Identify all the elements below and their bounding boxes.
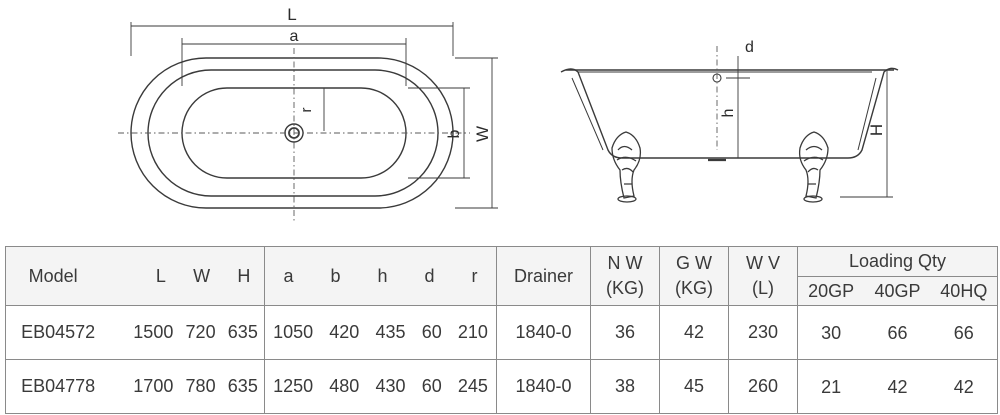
header-H: H (237, 265, 251, 286)
header-r: r (471, 265, 478, 286)
cell-nw: 38 (590, 359, 660, 414)
cell-40gp: 42 (887, 376, 908, 397)
header-L: L (155, 265, 166, 286)
claw-foot-right (798, 131, 829, 203)
header-model: Model (28, 265, 78, 286)
cell-W: 780 (185, 376, 216, 396)
cell-nw: 36 (590, 305, 660, 360)
claw-foot-left (611, 131, 642, 203)
cell-drainer: 1840-0 (496, 305, 591, 360)
cell-gw: 45 (659, 359, 729, 414)
tub-inner-wall (571, 71, 877, 151)
header-40gp: 40GP (874, 281, 921, 301)
cell-40hq: 42 (953, 376, 974, 397)
cell-b: 420 (329, 322, 360, 342)
cell-a: 1250 (273, 376, 314, 396)
cell-b: 480 (329, 376, 360, 396)
cell-d: 60 (421, 322, 442, 342)
cell-h: 435 (375, 322, 406, 342)
cell-L: 1700 (133, 376, 174, 396)
cell-r: 210 (457, 322, 488, 342)
cell-wv: 260 (728, 359, 798, 414)
header-h: h (377, 265, 388, 286)
cell-d: 60 (421, 376, 442, 396)
label-r: r (298, 108, 315, 113)
cell-a: 1050 (273, 322, 314, 342)
cell-H: 635 (227, 376, 258, 396)
header-nw: N W(KG) (590, 246, 660, 306)
cell-wv: 230 (728, 305, 798, 360)
technical-drawing: L a r b W d h H (118, 5, 899, 222)
header-d: d (424, 265, 435, 286)
top-view-dimensions (130, 22, 498, 209)
header-group-main: Model L W H (5, 246, 265, 306)
cell-drainer: 1840-0 (496, 359, 591, 414)
header-gw: G W(KG) (659, 246, 729, 306)
table-row: EB04572 1500 720 635 1050 420 435 60 210… (5, 305, 998, 360)
label-W: W (473, 126, 492, 142)
header-20gp: 20GP (808, 281, 855, 301)
label-a: a (290, 28, 299, 45)
side-view-dimensions (726, 56, 893, 198)
cell-W: 720 (185, 322, 216, 342)
table-row: EB04778 1700 780 635 1250 480 430 60 245… (5, 359, 998, 414)
cell-20gp: 30 (821, 322, 842, 343)
header-wv: W V(L) (728, 246, 798, 306)
header-b: b (330, 265, 341, 286)
label-h: h (720, 109, 737, 118)
cell-model: EB04778 (21, 376, 96, 396)
header-group-dims: a b h d r (264, 246, 497, 306)
cell-L: 1500 (133, 322, 174, 342)
cell-model: EB04572 (21, 322, 96, 342)
spec-table: Model L W H a b h d r Drainer N W(KG) G … (5, 246, 998, 414)
header-W: W (193, 265, 211, 286)
cell-gw: 42 (659, 305, 729, 360)
top-view-centerlines (118, 48, 470, 222)
cell-H: 635 (227, 322, 258, 342)
label-d: d (745, 39, 754, 56)
header-40hq: 40HQ (940, 281, 988, 301)
cell-40gp: 66 (887, 322, 908, 343)
header-a: a (283, 265, 294, 286)
cell-r: 245 (457, 376, 488, 396)
loading-qty-title: Loading Qty (798, 247, 997, 277)
cell-20gp: 21 (821, 376, 842, 397)
label-H: H (867, 124, 886, 136)
cell-h: 430 (375, 376, 406, 396)
label-L: L (287, 5, 296, 24)
cell-40hq: 66 (953, 322, 974, 343)
table-header-row: Model L W H a b h d r Drainer N W(KG) G … (5, 246, 998, 306)
header-loading-qty: Loading Qty 20GP 40GP 40HQ (797, 246, 998, 306)
header-drainer: Drainer (496, 246, 591, 306)
label-b: b (446, 129, 463, 138)
outer-rim (130, 57, 454, 209)
